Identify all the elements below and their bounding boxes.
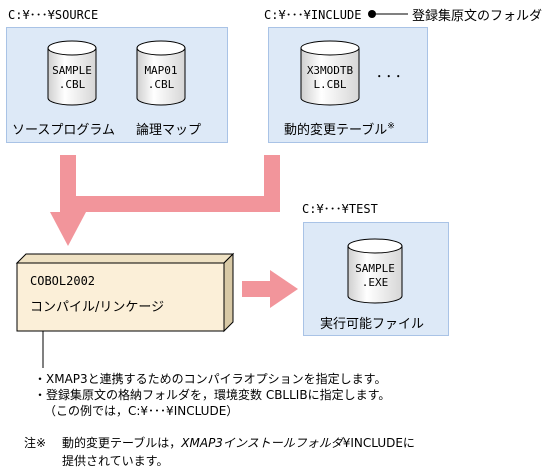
source-program-caption: ソースプログラム bbox=[12, 123, 115, 138]
sample-cbl-line2: .CBL bbox=[58, 78, 86, 91]
dynamic-table-caption-text: 動的変更テーブル bbox=[284, 123, 388, 138]
sample-cbl-file-name: SAMPLE .CBL bbox=[47, 64, 97, 92]
note-line1: 動的変更テーブルは，XMAP3インストールフォルダ¥INCLUDEに bbox=[62, 434, 415, 451]
include-callout-text: 登録集原文のフォルダ bbox=[412, 9, 543, 24]
note-italic-folder: XMAP3インストールフォルダ bbox=[181, 436, 343, 450]
sample-cbl-line1: SAMPLE bbox=[52, 64, 92, 77]
include-callout bbox=[368, 10, 408, 18]
map01-cbl-file-name: MAP01 .CBL bbox=[136, 64, 186, 92]
executable-caption: 実行可能ファイル bbox=[320, 317, 425, 332]
note-line2: 提供されています。 bbox=[62, 454, 169, 468]
source-panel bbox=[6, 27, 228, 143]
x3modtbl-file-icon bbox=[300, 40, 360, 106]
map01-cbl-line1: MAP01 bbox=[144, 64, 178, 77]
note-mark: ※ bbox=[387, 121, 395, 132]
sample-exe-line2: .EXE bbox=[361, 276, 389, 289]
bullet-compiler-option: ・XMAP3と連携するためのコンパイラオプションを指定します。 bbox=[34, 372, 387, 386]
dynamic-table-caption: 動的変更テーブル※ bbox=[284, 119, 395, 138]
merge-arrow bbox=[50, 155, 280, 246]
test-path-label: C:¥･･･¥TEST bbox=[302, 202, 378, 216]
sample-exe-file-icon bbox=[347, 238, 403, 304]
include-path-label: C:¥･･･¥INCLUDE bbox=[264, 8, 362, 22]
map01-cbl-line2: .CBL bbox=[147, 78, 175, 91]
sample-exe-file-name: SAMPLE .EXE bbox=[347, 262, 403, 290]
logical-map-caption: 論理マップ bbox=[136, 123, 202, 138]
source-path-label: C:¥･･･¥SOURCE bbox=[8, 8, 99, 22]
compiler-action: コンパイル/リンケージ bbox=[30, 300, 165, 315]
bullet-example: （この例では，C:¥･･･¥INCLUDE） bbox=[44, 404, 239, 418]
link-arrow bbox=[242, 270, 298, 308]
compiler-box bbox=[15, 252, 235, 333]
x3modtbl-line2: L.CBL bbox=[313, 78, 347, 91]
compiler-product-name: COBOL2002 bbox=[30, 274, 96, 288]
more-files-ellipsis: ･･･ bbox=[376, 70, 405, 85]
note-label: 注※ bbox=[24, 436, 47, 450]
sample-cbl-file-icon bbox=[47, 40, 97, 106]
x3modtbl-line1: X3MODTB bbox=[306, 64, 354, 77]
map01-cbl-file-icon bbox=[136, 40, 186, 106]
bullet-cbllib: ・登録集原文の格納フォルダを，環境変数 CBLLIBに指定します。 bbox=[34, 388, 391, 402]
x3modtbl-file-name: X3MODTB L.CBL bbox=[300, 64, 360, 92]
note-text-b: ¥INCLUDEに bbox=[342, 436, 415, 450]
note-text-a: 動的変更テーブルは， bbox=[62, 436, 182, 450]
sample-exe-line1: SAMPLE bbox=[355, 262, 395, 275]
